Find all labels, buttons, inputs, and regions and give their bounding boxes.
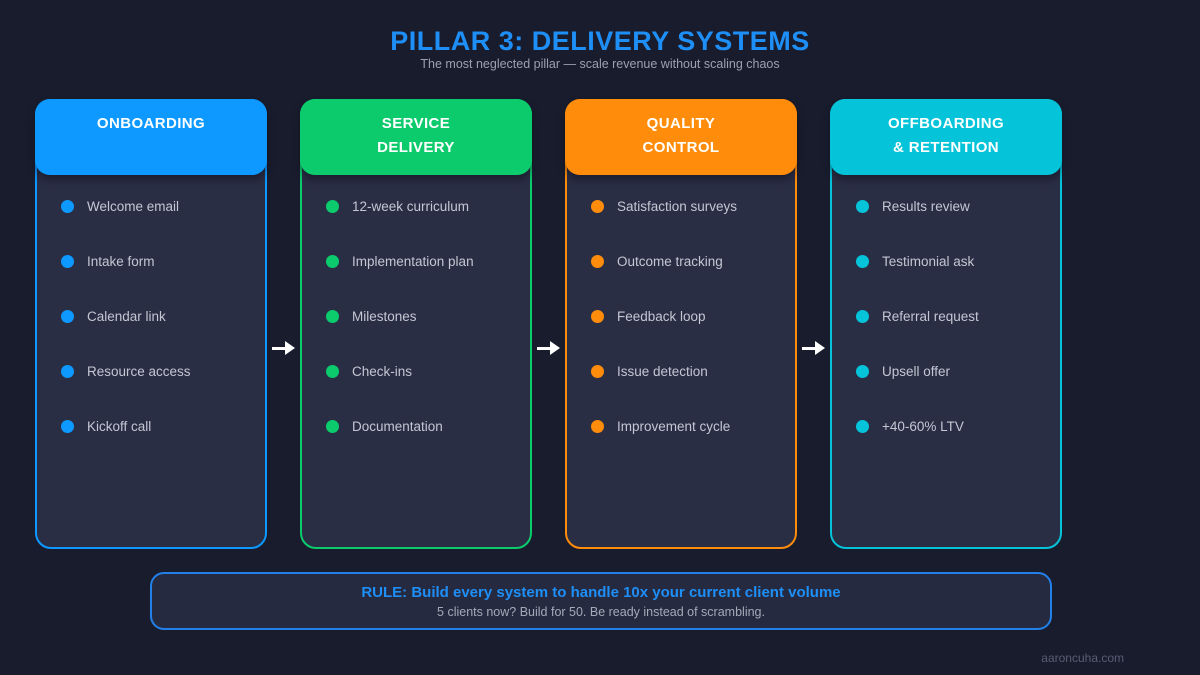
flow-arrow-2	[532, 99, 565, 549]
bullet-dot-icon	[61, 200, 74, 213]
list-item-label: Intake form	[87, 254, 155, 269]
list-item: Upsell offer	[856, 344, 1060, 399]
column-offboarding-retention-items: Results review Testimonial ask Referral …	[832, 175, 1060, 454]
column-service-delivery: SERVICE DELIVERY 12-week curriculum Impl…	[300, 99, 532, 549]
list-item-label: Testimonial ask	[882, 254, 975, 269]
list-item: Feedback loop	[591, 289, 795, 344]
list-item-label: Milestones	[352, 309, 417, 324]
column-quality-control-items: Satisfaction surveys Outcome tracking Fe…	[567, 175, 795, 454]
column-title-line: OFFBOARDING	[887, 115, 1005, 132]
list-item: Kickoff call	[61, 399, 265, 454]
column-service-delivery-header: SERVICE DELIVERY	[300, 99, 532, 175]
column-offboarding-retention: OFFBOARDING & RETENTION Results review T…	[830, 99, 1062, 549]
bullet-dot-icon	[591, 420, 604, 433]
list-item: Results review	[856, 179, 1060, 234]
list-item-label: Check-ins	[352, 364, 413, 379]
pillar-columns: ONBOARDING Welcome email Intake form Cal…	[35, 99, 1062, 549]
bullet-dot-icon	[326, 420, 339, 433]
list-item-label: Issue detection	[617, 364, 708, 379]
list-item-label: +40-60% LTV	[882, 419, 964, 434]
list-item-label: Referral request	[882, 309, 979, 324]
column-title-line: DELIVERY	[377, 139, 455, 156]
list-item-label: Satisfaction surveys	[617, 199, 738, 214]
list-item-label: Welcome email	[87, 199, 180, 214]
right-arrow-head	[550, 341, 560, 355]
right-arrow-head	[815, 341, 825, 355]
bullet-dot-icon	[61, 420, 74, 433]
bullet-dot-icon	[61, 255, 74, 268]
column-title-line: CONTROL	[642, 139, 720, 156]
bullet-dot-icon	[61, 365, 74, 378]
column-quality-control: QUALITY CONTROL Satisfaction surveys Out…	[565, 99, 797, 549]
rule-box: RULE: Build every system to handle 10x y…	[150, 572, 1052, 630]
right-arrow-icon	[272, 341, 295, 356]
list-item: Milestones	[326, 289, 530, 344]
list-item: Referral request	[856, 289, 1060, 344]
bullet-dot-icon	[326, 310, 339, 323]
right-arrow-head	[285, 341, 295, 355]
bullet-dot-icon	[591, 255, 604, 268]
right-arrow-line	[272, 347, 286, 350]
bullet-dot-icon	[856, 310, 869, 323]
list-item-label: Documentation	[352, 419, 443, 434]
bullet-dot-icon	[326, 365, 339, 378]
list-item: Improvement cycle	[591, 399, 795, 454]
list-item: Issue detection	[591, 344, 795, 399]
list-item-label: Resource access	[87, 364, 191, 379]
column-service-delivery-items: 12-week curriculum Implementation plan M…	[302, 175, 530, 454]
column-title-line: & RETENTION	[892, 139, 1000, 156]
list-item: Intake form	[61, 234, 265, 289]
watermark: aaroncuha.com	[1041, 651, 1124, 665]
bullet-dot-icon	[591, 200, 604, 213]
list-item: 12-week curriculum	[326, 179, 530, 234]
list-item-label: 12-week curriculum	[352, 199, 470, 214]
list-item: +40-60% LTV	[856, 399, 1060, 454]
list-item: Outcome tracking	[591, 234, 795, 289]
column-quality-control-header: QUALITY CONTROL	[565, 99, 797, 175]
list-item-label: Outcome tracking	[617, 254, 723, 269]
bullet-dot-icon	[326, 255, 339, 268]
list-item-label: Feedback loop	[617, 309, 706, 324]
list-item: Documentation	[326, 399, 530, 454]
list-item: Calendar link	[61, 289, 265, 344]
list-item: Resource access	[61, 344, 265, 399]
bullet-dot-icon	[856, 200, 869, 213]
list-item-label: Kickoff call	[87, 419, 152, 434]
page-subtitle: The most neglected pillar — scale revenu…	[420, 57, 780, 71]
list-item: Check-ins	[326, 344, 530, 399]
list-item-label: Improvement cycle	[617, 419, 731, 434]
bullet-dot-icon	[856, 255, 869, 268]
bullet-dot-icon	[591, 310, 604, 323]
column-onboarding: ONBOARDING Welcome email Intake form Cal…	[35, 99, 267, 549]
bullet-dot-icon	[856, 420, 869, 433]
bullet-dot-icon	[326, 200, 339, 213]
column-title-line: SERVICE	[381, 115, 451, 132]
list-item: Implementation plan	[326, 234, 530, 289]
flow-arrow-1	[267, 99, 300, 549]
bullet-dot-icon	[591, 365, 604, 378]
list-item-label: Upsell offer	[882, 364, 951, 379]
rule-subtitle: 5 clients now? Build for 50. Be ready in…	[437, 605, 765, 619]
bullet-dot-icon	[856, 365, 869, 378]
list-item: Satisfaction surveys	[591, 179, 795, 234]
bullet-dot-icon	[61, 310, 74, 323]
list-item-label: Calendar link	[87, 309, 166, 324]
list-item-label: Implementation plan	[352, 254, 474, 269]
column-title-line: QUALITY	[646, 115, 716, 132]
list-item: Testimonial ask	[856, 234, 1060, 289]
list-item: Welcome email	[61, 179, 265, 234]
right-arrow-icon	[537, 341, 560, 356]
flow-arrow-3	[797, 99, 830, 549]
list-item-label: Results review	[882, 199, 970, 214]
rule-title: RULE: Build every system to handle 10x y…	[361, 584, 841, 601]
column-onboarding-items: Welcome email Intake form Calendar link …	[37, 175, 265, 454]
column-offboarding-retention-header: OFFBOARDING & RETENTION	[830, 99, 1062, 175]
column-onboarding-header: ONBOARDING	[35, 99, 267, 175]
right-arrow-line	[537, 347, 551, 350]
page-title: PILLAR 3: DELIVERY SYSTEMS	[390, 26, 810, 56]
column-title-line: ONBOARDING	[96, 115, 206, 132]
right-arrow-line	[802, 347, 816, 350]
right-arrow-icon	[802, 341, 825, 356]
